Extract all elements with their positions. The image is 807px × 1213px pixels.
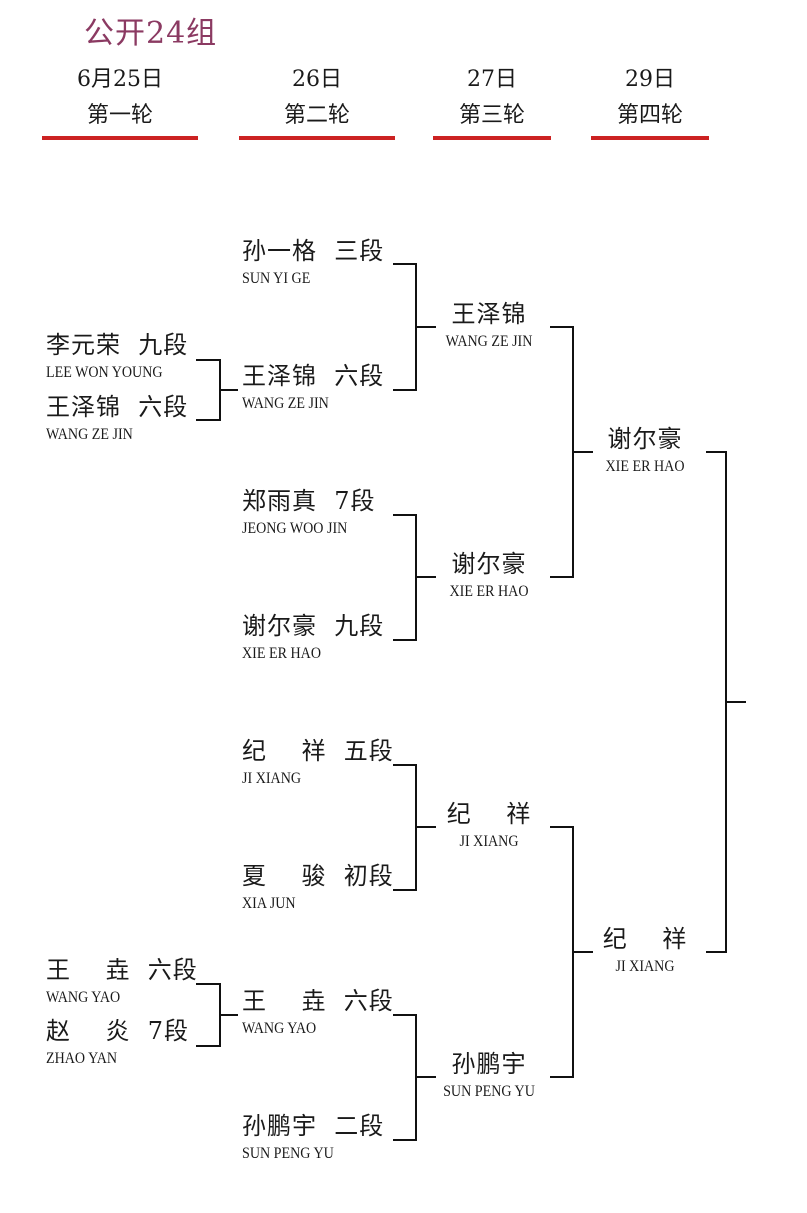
page-title: 公开24组 xyxy=(84,16,218,51)
player-en-name: XIA JUN xyxy=(242,895,296,912)
player-cn-name: 纪 祥 xyxy=(602,925,688,953)
player-cn-name: 郑雨真 7段 xyxy=(242,487,376,515)
round-underline xyxy=(239,136,395,140)
round-header-4: 29日 第四轮 xyxy=(570,66,730,140)
player-en-name: SUN PENG YU xyxy=(443,1083,535,1100)
round-date: 26日 xyxy=(292,67,342,92)
player-en-name: XIE ER HAO xyxy=(242,645,321,662)
player-r4: 谢尔豪 XIE ER HAO xyxy=(570,425,720,477)
player-cn-name: 孙鹏宇 二段 xyxy=(242,1112,385,1140)
player-r3: 谢尔豪 XIE ER HAO xyxy=(414,550,564,602)
player-en-name: LEE WON YOUNG xyxy=(46,364,163,381)
round-underline xyxy=(591,136,709,140)
player-cn-name: 纪 祥 五段 xyxy=(242,737,394,765)
player-r3: 纪 祥 JI XIANG xyxy=(414,800,564,852)
player-r2: 孙鹏宇 二段 SUN PENG YU xyxy=(242,1112,384,1164)
player-r1: 王 垚 六段 WANG YAO xyxy=(46,956,198,1008)
player-cn-name: 谢尔豪 xyxy=(607,425,683,453)
player-cn-name: 王 垚 六段 xyxy=(242,987,394,1015)
player-r1: 赵 炎 7段 ZHAO YAN xyxy=(46,1017,189,1069)
player-cn-name: 王泽锦 六段 xyxy=(242,362,385,390)
round-date: 6月25日 xyxy=(77,67,163,92)
bracket-connector xyxy=(393,514,436,641)
player-cn-name: 谢尔豪 xyxy=(451,550,527,578)
bracket-connector xyxy=(393,764,436,891)
player-en-name: XIE ER HAO xyxy=(605,458,685,475)
round-label: 第四轮 xyxy=(616,103,683,128)
player-cn-name: 王泽锦 xyxy=(451,300,527,328)
player-en-name: JI XIANG xyxy=(242,770,302,787)
player-en-name: ZHAO YAN xyxy=(46,1050,118,1067)
player-r2: 孙一格 三段 SUN YI GE xyxy=(242,237,384,289)
player-en-name: XIE ER HAO xyxy=(449,583,529,600)
player-r1: 王泽锦 六段 WANG ZE JIN xyxy=(46,393,188,445)
player-r2: 夏 骏 初段 XIA JUN xyxy=(242,862,394,914)
player-cn-name: 孙一格 三段 xyxy=(242,237,385,265)
player-en-name: JI XIANG xyxy=(459,833,519,850)
player-r2: 王泽锦 六段 WANG ZE JIN xyxy=(242,362,384,414)
round-date: 27日 xyxy=(467,67,517,92)
round-underline xyxy=(433,136,551,140)
player-cn-name: 王 垚 六段 xyxy=(46,956,198,984)
player-en-name: JEONG WOO JIN xyxy=(242,520,348,537)
player-en-name: JI XIANG xyxy=(615,958,675,975)
player-en-name: WANG YAO xyxy=(46,989,121,1006)
player-r1: 李元荣 九段 LEE WON YOUNG xyxy=(46,331,188,383)
player-en-name: WANG ZE JIN xyxy=(445,333,533,350)
player-en-name: SUN YI GE xyxy=(242,270,311,287)
round-label: 第一轮 xyxy=(86,103,153,128)
bracket-connector xyxy=(196,983,238,1047)
bracket-connector xyxy=(393,1014,436,1141)
player-cn-name: 纪 祥 xyxy=(446,800,532,828)
round-underline xyxy=(42,136,198,140)
player-r2: 谢尔豪 九段 XIE ER HAO xyxy=(242,612,384,664)
round-header-3: 27日 第三轮 xyxy=(412,66,572,140)
bracket-connector xyxy=(393,263,436,391)
player-r2: 郑雨真 7段 JEONG WOO JIN xyxy=(242,487,376,539)
round-date: 29日 xyxy=(625,67,675,92)
player-r2: 王 垚 六段 WANG YAO xyxy=(242,987,394,1039)
bracket-connector xyxy=(196,359,238,421)
player-cn-name: 赵 炎 7段 xyxy=(46,1017,190,1045)
player-r3: 王泽锦 WANG ZE JIN xyxy=(414,300,564,352)
bracket-connector xyxy=(550,326,593,578)
player-en-name: WANG ZE JIN xyxy=(242,395,329,412)
player-en-name: WANG YAO xyxy=(242,1020,317,1037)
player-en-name: SUN PENG YU xyxy=(242,1145,334,1162)
bracket-connector xyxy=(706,451,746,953)
player-cn-name: 谢尔豪 九段 xyxy=(242,612,385,640)
round-header-1: 6月25日 第一轮 xyxy=(40,66,200,140)
player-cn-name: 夏 骏 初段 xyxy=(242,862,394,890)
round-header-2: 26日 第二轮 xyxy=(237,66,397,140)
round-label: 第二轮 xyxy=(283,103,350,128)
player-r3: 孙鹏宇 SUN PENG YU xyxy=(414,1050,564,1102)
player-r4: 纪 祥 JI XIANG xyxy=(570,925,720,977)
player-r2: 纪 祥 五段 JI XIANG xyxy=(242,737,394,789)
player-en-name: WANG ZE JIN xyxy=(46,426,133,443)
player-cn-name: 李元荣 九段 xyxy=(46,331,189,359)
bracket-connector xyxy=(550,826,593,1078)
round-label: 第三轮 xyxy=(458,103,525,128)
player-cn-name: 孙鹏宇 xyxy=(451,1050,527,1078)
player-cn-name: 王泽锦 六段 xyxy=(46,393,189,421)
